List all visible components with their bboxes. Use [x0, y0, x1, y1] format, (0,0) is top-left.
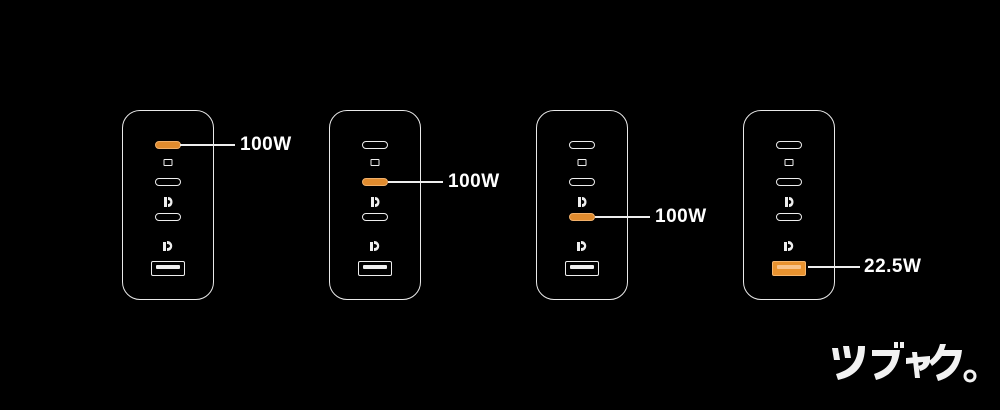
brand-logo-icon	[370, 241, 380, 251]
led-indicator	[577, 159, 587, 166]
charger-2	[329, 110, 421, 300]
leader-line-2	[388, 181, 443, 183]
charger-3	[536, 110, 628, 300]
led-indicator	[163, 159, 173, 166]
brand-logo-icon	[163, 241, 173, 251]
leader-line-4	[808, 266, 860, 268]
usb-a-port	[358, 261, 392, 276]
usb-c-port-3	[155, 213, 181, 221]
leader-line-1	[180, 144, 235, 146]
usb-a-port	[151, 261, 185, 276]
charger-4	[743, 110, 835, 300]
usb-a-port	[565, 261, 599, 276]
usb-c-port-3	[362, 213, 388, 221]
usb-c-port-1	[362, 141, 388, 149]
output-label-2: 100W	[448, 171, 500, 192]
usb-c-port-1	[569, 141, 595, 149]
usb-c-port-2	[362, 178, 388, 186]
output-label-3: 100W	[655, 206, 707, 227]
usb-c-port-3	[776, 213, 802, 221]
brand-logo-icon	[164, 197, 173, 207]
brand-logo-icon	[578, 197, 587, 207]
usb-c-port-3	[569, 213, 595, 221]
usb-a-port	[772, 261, 806, 276]
brand-logo-icon	[577, 241, 587, 251]
usb-c-port-1	[155, 141, 181, 149]
led-indicator	[784, 159, 794, 166]
output-label-1: 100W	[240, 134, 292, 155]
brand-logo-icon	[785, 197, 794, 207]
led-indicator	[370, 159, 380, 166]
output-label-4: 22.5W	[864, 256, 922, 277]
charger-1	[122, 110, 214, 300]
usb-c-port-2	[569, 178, 595, 186]
brand-logo-icon	[371, 197, 380, 207]
usb-c-port-2	[776, 178, 802, 186]
brand-logo-icon	[784, 241, 794, 251]
usb-c-port-2	[155, 178, 181, 186]
leader-line-3	[595, 216, 650, 218]
usb-c-port-1	[776, 141, 802, 149]
watermark-logo	[832, 342, 977, 383]
